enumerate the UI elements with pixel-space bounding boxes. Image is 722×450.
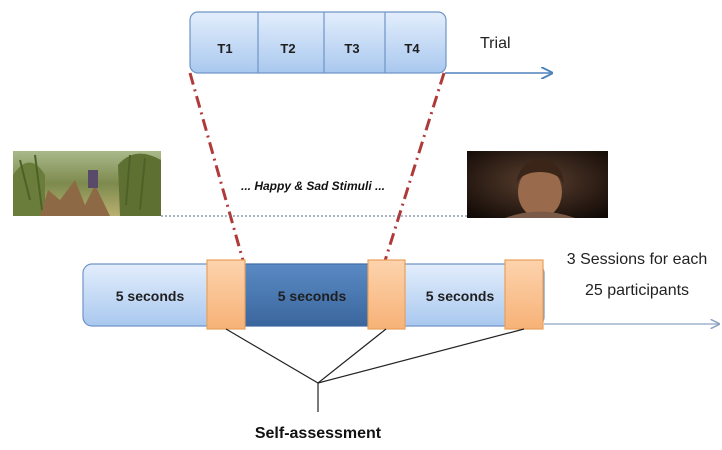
trial-bar-box (189, 11, 447, 74)
segment-3-label: 5 seconds (426, 288, 495, 304)
timeline-bar: 5 seconds 5 seconds 5 seconds (82, 259, 545, 330)
trial-cell-t1: T1 (217, 41, 232, 56)
zoom-line-left (188, 72, 246, 265)
trial-label: Trial (480, 35, 511, 52)
trial-cell-t2: T2 (280, 41, 295, 56)
trial-cell-t3: T3 (344, 41, 359, 56)
happy-stimulus-image (13, 151, 161, 216)
sessions-line-2: 25 participants (585, 282, 689, 299)
stimuli-label: ... Happy & Sad Stimuli ... (241, 179, 385, 193)
timeline-segment-active (243, 263, 370, 327)
rating-block (504, 259, 544, 330)
rating-block (367, 259, 406, 330)
self-assessment-label: Self-assessment (255, 425, 382, 442)
segment-1-label: 5 seconds (116, 288, 185, 304)
trial-bar: T1 T2 T3 T4 (189, 11, 447, 74)
sad-stimulus-image (467, 151, 608, 218)
trial-cell-t4: T4 (404, 41, 420, 56)
sessions-line-1: 3 Sessions for each (567, 251, 708, 268)
zoom-line-right (382, 72, 446, 265)
segment-2-label: 5 seconds (278, 288, 347, 304)
self-assessment-connectors (225, 328, 525, 412)
rating-block (206, 259, 246, 330)
